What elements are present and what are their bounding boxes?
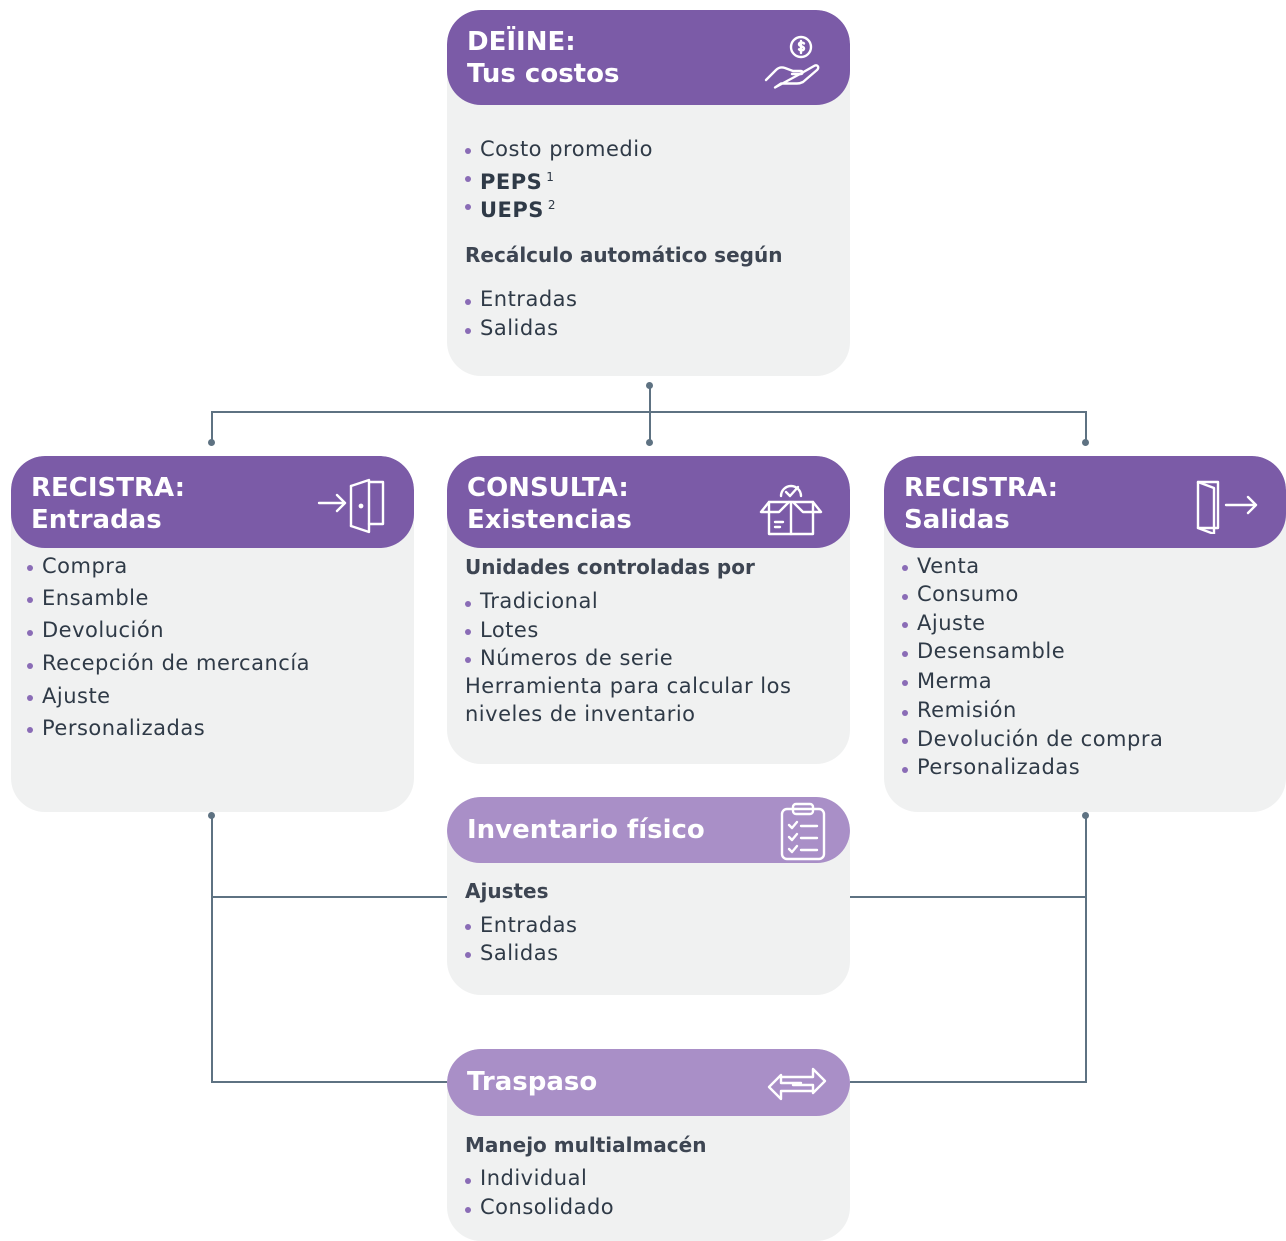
swap-arrows-icon <box>767 1063 827 1105</box>
entradas-title-line2: Entradas <box>31 505 162 535</box>
salidas-list: Venta Consumo Ajuste Desensamble Merma R… <box>902 552 1163 782</box>
list-item: Salidas <box>465 314 577 343</box>
list-item: Desensamble <box>902 637 1163 666</box>
connector-line <box>847 896 1087 898</box>
list-item: Consumo <box>902 580 1163 609</box>
define-title-line1: DEÏINE: <box>467 27 576 57</box>
fisico-title: Inventario físico <box>467 815 705 845</box>
salidas-title-line1: RECISTRA: <box>904 473 1059 503</box>
define-title-line2: Tus costos <box>467 59 620 89</box>
register-inputs-card: RECISTRA: Entradas Compra Ensamble Devol… <box>11 456 414 812</box>
connector-line <box>847 1081 1087 1083</box>
connector-line <box>211 1081 451 1083</box>
register-outputs-card: RECISTRA: Salidas Venta Consumo Ajuste D… <box>884 456 1286 812</box>
salidas-title-line2: Salidas <box>904 505 1010 535</box>
entradas-title-line1: RECISTRA: <box>31 473 186 503</box>
check-stock-card: CONSULTA: Existencias Unidades controlad… <box>447 456 850 764</box>
connector-node <box>646 382 653 389</box>
consulta-card-header: CONSULTA: Existencias <box>447 456 850 548</box>
consulta-subtitle: Unidades controladas por <box>465 555 755 579</box>
list-item: Venta <box>902 552 1163 580</box>
transfer-card: Traspaso Manejo multialmacén Individual … <box>447 1049 850 1241</box>
define-subtitle: Recálculo automático según <box>465 243 783 267</box>
list-item: Costo promedio <box>465 135 653 163</box>
list-item: Devolución <box>27 614 310 647</box>
entradas-card-header: RECISTRA: Entradas <box>11 456 414 548</box>
physical-inventory-card: Inventario físico Ajustes Entradas Salid… <box>447 797 850 995</box>
footnote-marker: 1 <box>546 170 555 184</box>
connector-line <box>211 815 213 1083</box>
connector-line <box>649 386 651 442</box>
list-item: Merma <box>902 666 1163 696</box>
consulta-note-line2: niveles de inventario <box>465 702 696 726</box>
connector-line <box>211 411 213 441</box>
consulta-note: Herramienta para calcular los niveles de… <box>465 672 791 728</box>
list-item: Entradas <box>465 285 577 314</box>
list-item: Entradas <box>465 911 577 939</box>
traspaso-title: Traspaso <box>467 1067 598 1097</box>
fisico-subtitle: Ajustes <box>465 879 549 903</box>
list-item: Lotes <box>465 616 673 644</box>
consulta-note-line1: Herramienta para calcular los <box>465 674 792 698</box>
list-item: Ajuste <box>27 680 310 712</box>
list-item: Ajuste <box>902 609 1163 637</box>
fisico-list: Entradas Salidas <box>465 911 577 967</box>
list-item: Tradicional <box>465 587 673 616</box>
connector-node <box>1082 439 1089 446</box>
list-item: Individual <box>465 1164 614 1193</box>
connector-line <box>1085 815 1087 1083</box>
connector-node <box>208 439 215 446</box>
traspaso-list: Individual Consolidado <box>465 1164 614 1222</box>
consulta-list: Tradicional Lotes Números de serie <box>465 587 673 672</box>
connector-line <box>211 896 451 898</box>
list-item: Personalizadas <box>27 712 310 744</box>
salidas-card-header: RECISTRA: Salidas <box>884 456 1286 548</box>
list-item: Salidas <box>465 939 577 967</box>
money-hand-icon <box>763 34 827 90</box>
define-recalc-list: Entradas Salidas <box>465 285 577 343</box>
connector-node <box>646 439 653 446</box>
list-item: Personalizadas <box>902 753 1163 782</box>
list-item: Devolución de compra <box>902 725 1163 753</box>
consulta-title-line2: Existencias <box>467 505 632 535</box>
list-item: Ensamble <box>27 582 310 614</box>
traspaso-card-header: Traspaso <box>447 1049 850 1116</box>
connector-line <box>211 411 1087 413</box>
list-item: Números de serie <box>465 644 673 672</box>
box-check-icon <box>757 476 825 538</box>
list-item: Remisión <box>902 696 1163 725</box>
traspaso-subtitle: Manejo multialmacén <box>465 1133 707 1157</box>
list-item: Recepción de mercancía <box>27 647 310 680</box>
define-card-header: DEÏINE: Tus costos <box>447 10 850 105</box>
entradas-list: Compra Ensamble Devolución Recepción de … <box>27 550 310 744</box>
list-item: Compra <box>27 550 310 582</box>
door-enter-icon <box>317 476 389 534</box>
fisico-card-header: Inventario físico <box>447 797 850 863</box>
list-item: Consolidado <box>465 1193 614 1222</box>
connector-line <box>1085 411 1087 441</box>
door-exit-icon <box>1192 476 1264 534</box>
clipboard-checklist-icon <box>777 801 829 861</box>
consulta-title-line1: CONSULTA: <box>467 473 629 503</box>
footnote-marker: 2 <box>547 198 557 212</box>
